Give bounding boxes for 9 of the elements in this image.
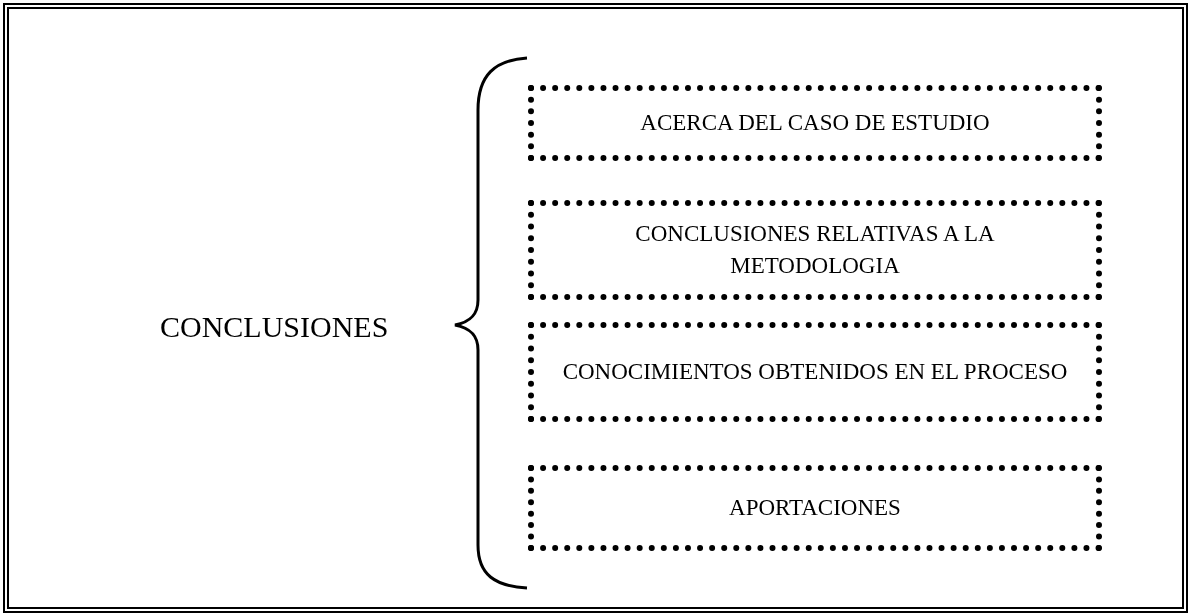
- dotted-box: [528, 200, 1102, 300]
- dotted-box: [528, 85, 1102, 161]
- box-text: ACERCA DEL CASO DE ESTUDIO: [640, 108, 990, 137]
- dotted-box: [528, 322, 1102, 422]
- box-text: APORTACIONES: [729, 493, 901, 522]
- topic-label: CONCLUSIONES: [160, 309, 389, 345]
- dotted-box: [528, 465, 1102, 551]
- box-text: CONCLUSIONES RELATIVAS A LA METODOLOGIA: [634, 219, 996, 280]
- box-text: CONOCIMIENTOS OBTENIDOS EN EL PROCESO: [562, 357, 1068, 386]
